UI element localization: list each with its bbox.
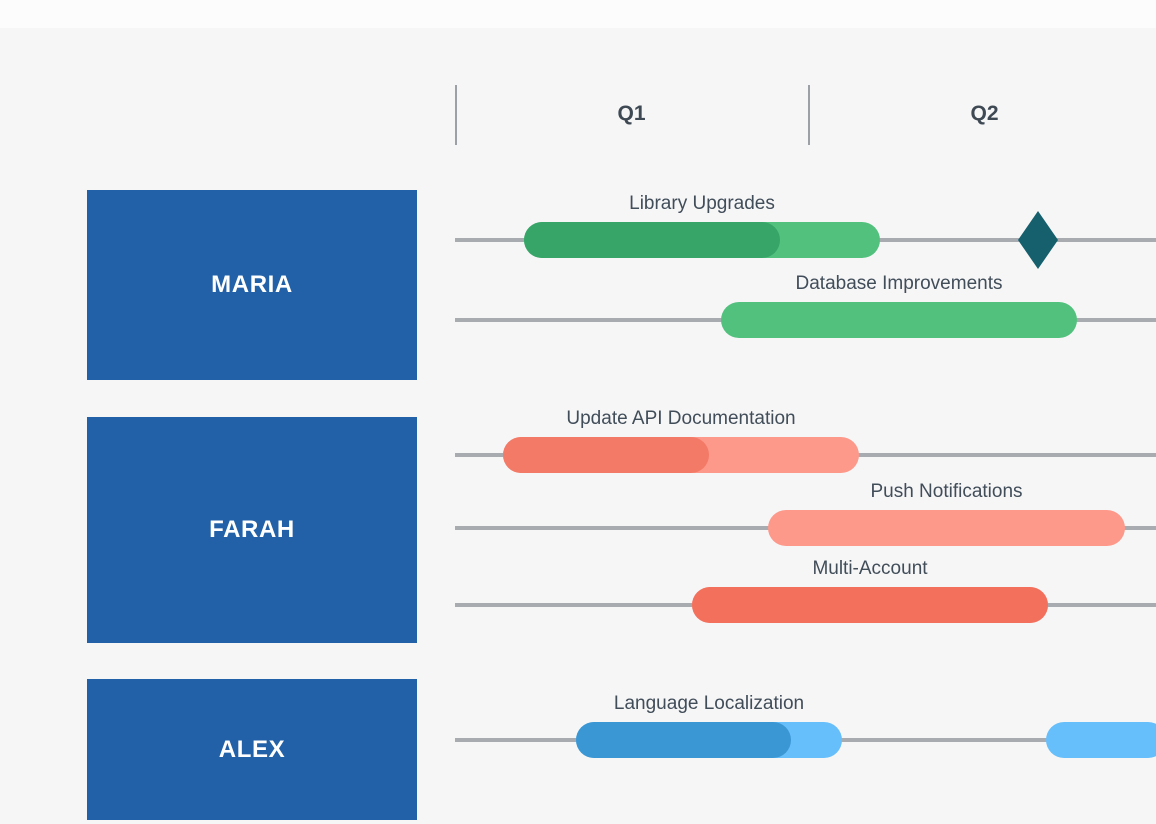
milestone-diamond-icon	[1018, 211, 1058, 269]
task-bar	[503, 437, 859, 473]
task-label: Database Improvements	[795, 273, 1003, 294]
lane-box-farah: FARAH	[87, 417, 417, 643]
task-bar-progress	[576, 722, 791, 758]
quarter-tick-q2	[808, 85, 810, 145]
lane-box-maria: MARIA	[87, 190, 417, 380]
quarter-label-q2: Q2	[970, 102, 999, 125]
task-bar	[576, 722, 842, 758]
lane-name-label: MARIA	[211, 271, 293, 298]
task-bar-progress	[524, 222, 780, 258]
task-label: Multi-Account	[812, 558, 928, 579]
task-bar	[721, 302, 1077, 338]
lane-name-label: ALEX	[218, 735, 286, 763]
task-bar	[768, 510, 1125, 546]
top-strip	[0, 0, 1156, 28]
quarter-label-q1: Q1	[617, 102, 646, 125]
lane-name-label: FARAH	[209, 516, 295, 543]
lane-box-alex: ALEX	[87, 679, 417, 820]
task-label: Library Upgrades	[629, 193, 775, 214]
quarter-tick-q1	[455, 85, 457, 145]
task-bar-unlabeled	[1046, 722, 1156, 758]
task-bar-progress	[692, 587, 1048, 623]
task-label: Update API Documentation	[566, 408, 796, 429]
task-bar	[524, 222, 880, 258]
task-label: Push Notifications	[870, 481, 1023, 502]
task-label: Language Localization	[613, 693, 805, 714]
task-bar-progress	[503, 437, 709, 473]
task-bar	[692, 587, 1048, 623]
